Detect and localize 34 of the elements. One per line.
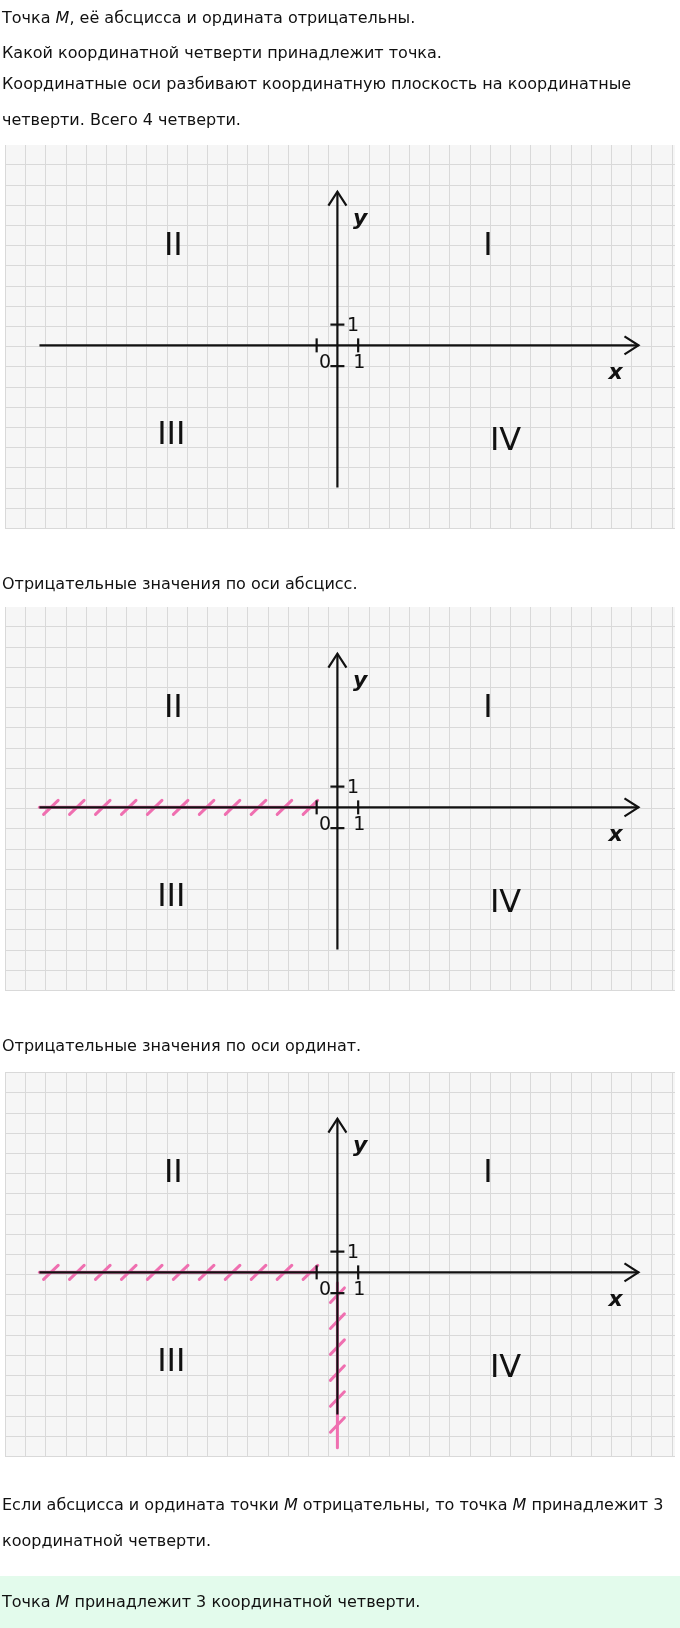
explanation-text: Отрицательные значения по оси абсцисс.	[2, 572, 359, 595]
axis-label: x	[608, 1287, 623, 1310]
quadrant-label: I	[483, 689, 493, 722]
axis-label: x	[608, 360, 623, 383]
quadrant-label: IV	[489, 885, 522, 918]
axis-label: y	[353, 1134, 368, 1157]
tick-label: 1	[353, 813, 366, 833]
origin-label: 0	[318, 351, 331, 371]
quadrant-label: I	[483, 227, 493, 260]
tick-label: 1	[353, 351, 366, 371]
tick-label: 1	[346, 1241, 359, 1261]
quadrant-label: III	[157, 878, 186, 911]
quadrant-label: II	[163, 1155, 183, 1188]
quadrant-label: III	[157, 416, 186, 449]
quadrant-label: II	[163, 689, 183, 722]
quadrant-label: I	[483, 1155, 493, 1188]
tick-label: 1	[346, 776, 359, 796]
axis-label: y	[353, 207, 368, 229]
quadrant-label: II	[163, 227, 183, 260]
axis-label: x	[608, 822, 623, 845]
quadrant-label: III	[157, 1344, 186, 1376]
origin-label: 0	[318, 813, 331, 833]
answer-text: Точка M принадлежит 3 координатной четверти.	[0, 1575, 680, 1628]
explanation-text: Отрицательные значения по оси ординат.	[2, 1034, 363, 1057]
quadrant-label: IV	[489, 1350, 522, 1383]
tick-label: 1	[346, 314, 359, 334]
question-text: Какой координатной четверти принадлежит точка.	[2, 42, 443, 65]
origin-label: 0	[318, 1278, 331, 1298]
axis-label: y	[353, 669, 368, 691]
quadrant-label: IV	[489, 423, 522, 456]
problem-text: Точка M, её абсцисса и ордината отрицательны.	[2, 7, 417, 29]
conclusion-text: Если абсцисса и ордината точки M отрицательны, то точка M принадлежит 3 координатной четверти.	[2, 1493, 665, 1552]
tick-label: 1	[353, 1278, 366, 1298]
explanation-text: Координатные оси разбивают координатную плоскость на координатные четверти. Всего 4 четверти.	[2, 73, 633, 132]
